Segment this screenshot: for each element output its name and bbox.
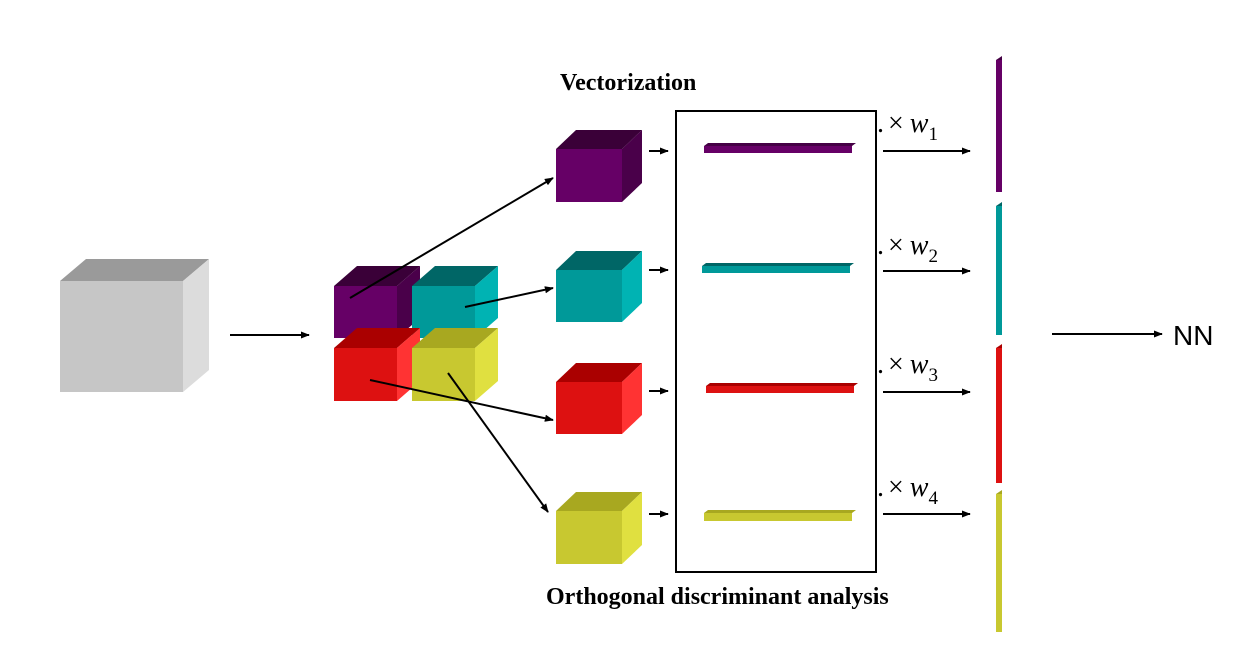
output-segment-red [996,344,1002,483]
input-cube-icon [60,259,209,392]
weight-label-3: .×w3 [877,349,938,386]
oda-label: Orthogonal discriminant analysis [546,584,889,610]
output-segment-teal [996,202,1002,335]
weight-label-1: .×w1 [877,108,938,145]
weight-label-4: .×w4 [877,472,938,509]
nn-label: NN [1173,320,1213,351]
weight-label-2: .×w2 [877,230,938,267]
arrow-split-to-purple [349,177,554,299]
vector-bar-red [706,383,858,393]
split-cube-yellow [412,328,498,401]
vectorization-label: Vectorization [560,70,696,96]
arrow-split-to-teal [464,286,554,308]
output-segment-yellow [996,490,1002,632]
cube-yellow [556,492,642,564]
cube-teal [556,251,642,322]
vector-bar-teal [702,263,854,273]
vectorization-box [675,110,877,573]
output-vector [996,56,1002,632]
vector-bar-purple [704,143,856,153]
vector-bar-yellow [704,510,856,521]
output-segment-purple [996,56,1002,192]
arrow-split-to-red [369,379,554,422]
arrow-split-to-yellow [447,372,549,513]
cube-red [556,363,642,434]
split-cube-purple [334,266,420,338]
split-cube-red [334,328,420,401]
cube-purple [556,130,642,202]
